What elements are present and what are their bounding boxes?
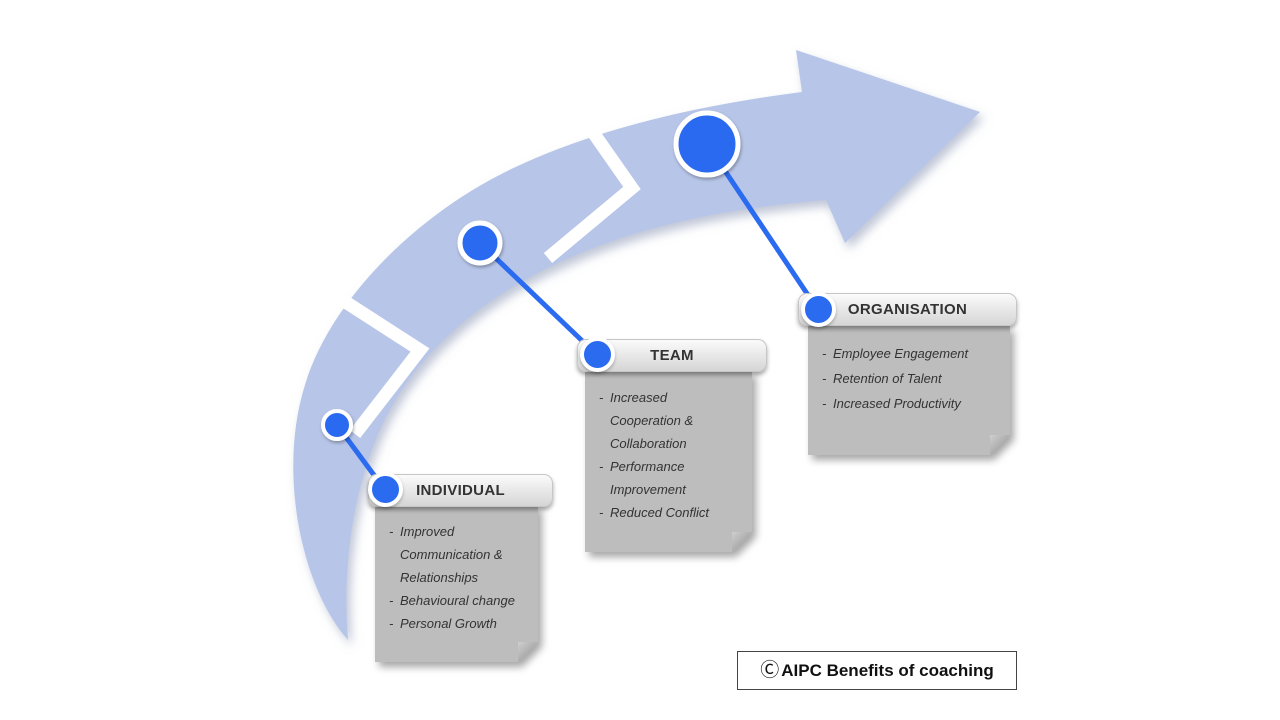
bullet-dash: - <box>599 505 604 520</box>
benefit-item: -Increased Productivity <box>822 391 998 416</box>
arrow-segment-gaps <box>326 114 641 438</box>
caption-text: AIPC Benefits of coaching <box>781 660 994 680</box>
benefit-item: -Improved Communication & Relationships <box>389 520 526 589</box>
bullet-dash: - <box>822 346 827 361</box>
header-dot-team-icon <box>580 337 615 372</box>
benefit-item-text: Personal Growth <box>400 616 497 631</box>
caption-box: Ⓒ AIPC Benefits of coaching <box>737 651 1017 690</box>
benefit-list-organisation: -Employee Engagement-Retention of Talent… <box>822 341 998 416</box>
benefit-list-team: -Increased Cooperation & Collaboration-P… <box>599 386 740 524</box>
benefit-item-text: Retention of Talent <box>833 371 942 386</box>
benefit-item: -Personal Growth <box>389 612 526 635</box>
card-organisation: -Employee Engagement-Retention of Talent… <box>808 326 1010 455</box>
benefit-item: -Reduced Conflict <box>599 501 740 524</box>
curved-arrow-icon <box>293 50 980 640</box>
benefit-item: -Performance Improvement <box>599 455 740 501</box>
card-body-organisation: -Employee Engagement-Retention of Talent… <box>808 326 1010 455</box>
card-team: -Increased Cooperation & Collaboration-P… <box>585 371 752 552</box>
header-dot-individual-icon <box>368 472 403 507</box>
segment-gap-icon <box>326 286 430 438</box>
milestone-dot-organisation-icon <box>673 110 741 178</box>
bullet-dash: - <box>822 396 827 411</box>
benefit-item: -Retention of Talent <box>822 366 998 391</box>
bullet-dash: - <box>599 390 604 405</box>
benefit-item: -Behavioural change <box>389 589 526 612</box>
benefit-item-text: Performance Improvement <box>610 459 686 497</box>
milestone-dot-individual-icon <box>321 409 353 441</box>
connector-line-team <box>478 241 599 357</box>
benefit-item-text: Reduced Conflict <box>610 505 709 520</box>
bullet-dash: - <box>599 459 604 474</box>
benefit-item: -Increased Cooperation & Collaboration <box>599 386 740 455</box>
card-body-individual: -Improved Communication & Relationships-… <box>375 505 538 662</box>
card-title: TEAM <box>650 347 694 364</box>
benefit-item: -Employee Engagement <box>822 341 998 366</box>
card-title: ORGANISATION <box>847 301 968 318</box>
segment-gap-icon <box>543 114 641 263</box>
bullet-dash: - <box>389 524 394 539</box>
header-dot-organisation-icon <box>801 292 836 327</box>
copyright-icon: Ⓒ <box>760 660 780 681</box>
bullet-dash: - <box>822 371 827 386</box>
benefit-item-text: Increased Cooperation & Collaboration <box>610 390 694 451</box>
benefit-item-text: Employee Engagement <box>833 346 969 361</box>
card-title: INDIVIDUAL <box>416 482 505 499</box>
benefit-item-text: Behavioural change <box>400 593 515 608</box>
benefit-item-text: Improved Communication & Relationships <box>400 524 503 585</box>
bullet-dash: - <box>389 616 394 631</box>
milestone-dot-team-icon <box>457 220 503 266</box>
card-body-team: -Increased Cooperation & Collaboration-P… <box>585 371 752 552</box>
milestone-dots <box>321 110 741 441</box>
benefit-list-individual: -Improved Communication & Relationships-… <box>389 520 526 635</box>
card-individual: -Improved Communication & Relationships-… <box>375 505 538 662</box>
bullet-dash: - <box>389 593 394 608</box>
benefit-item-text: Increased Productivity <box>833 396 961 411</box>
